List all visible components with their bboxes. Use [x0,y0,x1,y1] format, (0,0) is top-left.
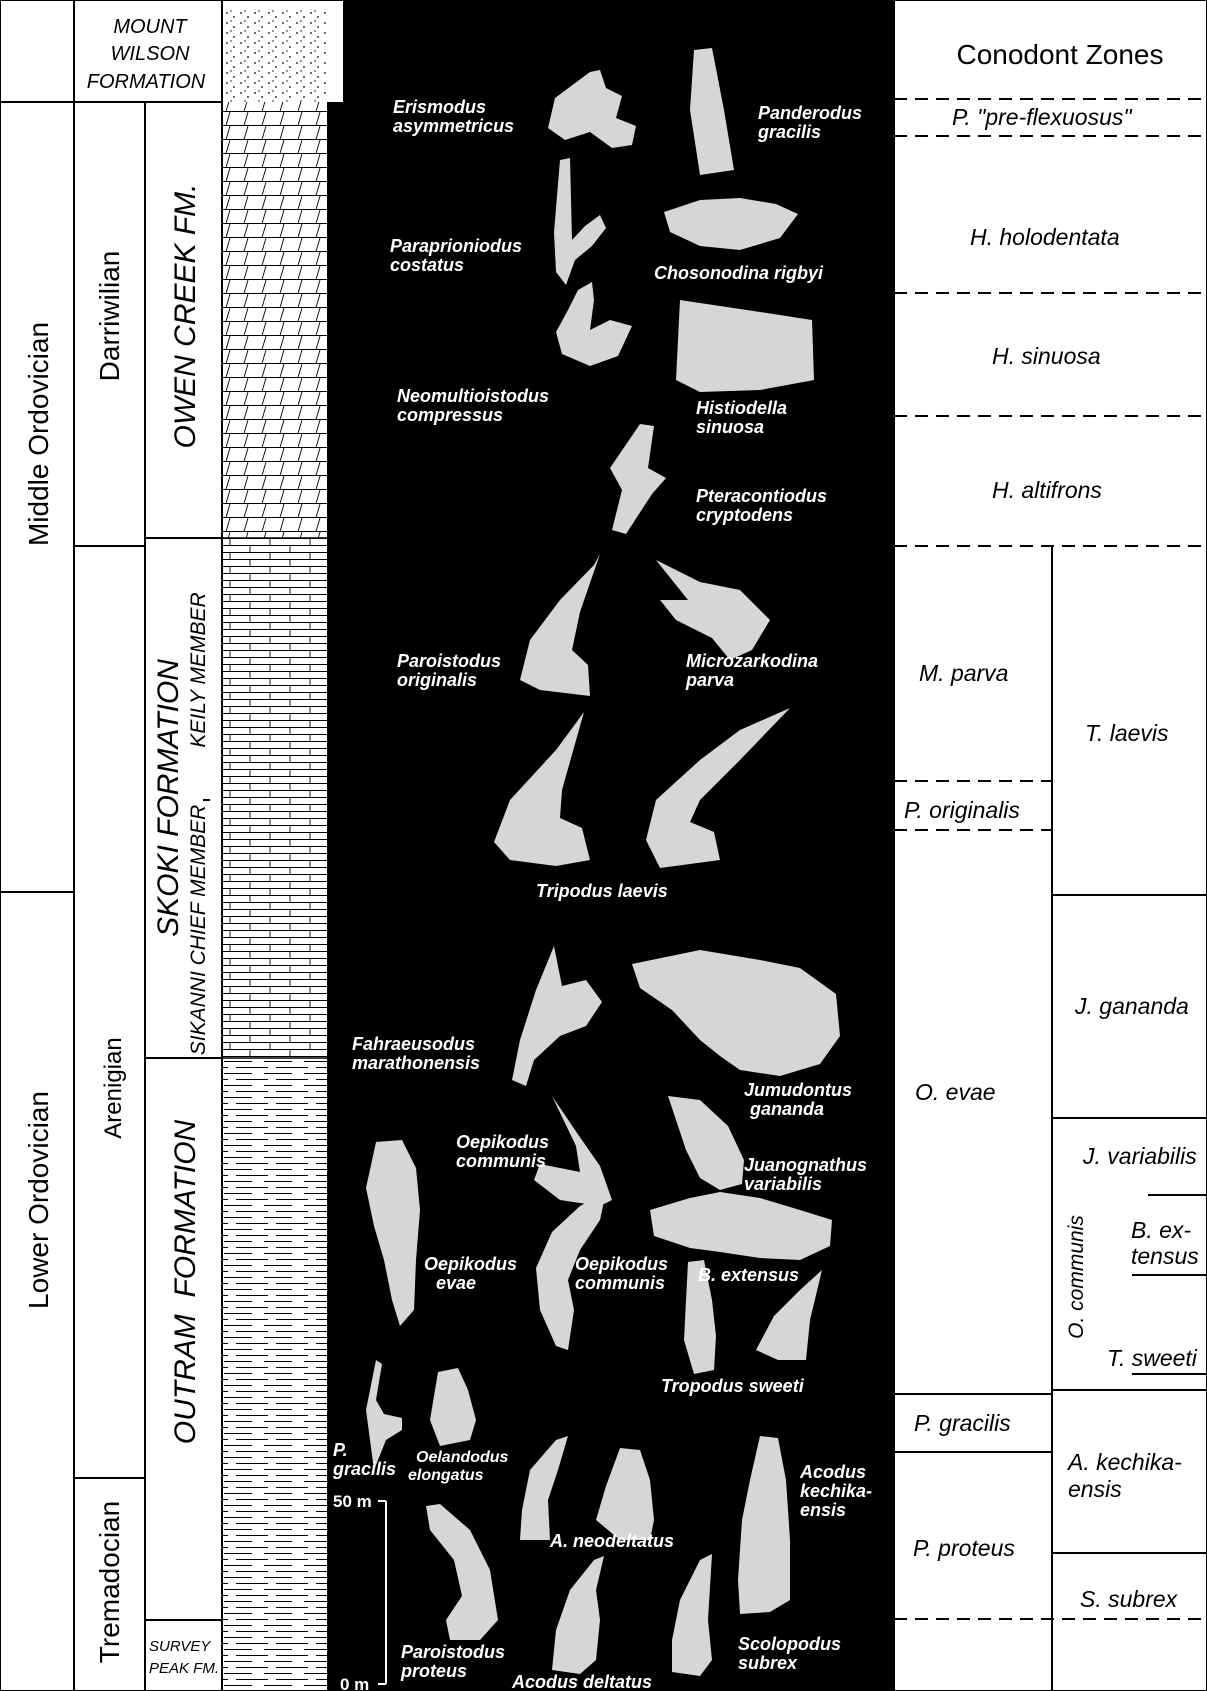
label-a-neodeltatus: A. neodeltatus [549,1531,674,1551]
label-chosonodina: Chosonodina rigbyi [654,263,824,283]
formation-owen-creek: OWEN CREEK FM. [169,183,202,448]
zone-grid [894,0,1207,1691]
label-oepikodus-communis-upper: Oepikoduscommunis [456,1132,549,1171]
stage-tremadocian: Tremadocian [94,1501,125,1663]
stage-darriwilian: Darriwilian [94,251,125,382]
formation-survey-peak: SURVEYPEAK FM. [149,1638,219,1677]
left-zone-labels: P. "pre-flexuosus" H. holodentata H. sin… [904,104,1133,1561]
series-lower-ordovician: Lower Ordovician [23,1091,54,1309]
zone-laevis: T. laevis [1085,720,1169,746]
zone-subrex: S. subrex [1080,1586,1179,1612]
zone-sweeti: T. sweeti [1107,1345,1198,1371]
zone-sinuosa: H. sinuosa [992,343,1101,369]
outram-shaly-limestone-lithology [222,1058,327,1689]
label-acodus-deltatus: Acodus deltatus [511,1672,652,1691]
stage-arenigian: Arenigian [100,1037,127,1138]
zone-variabilis: J. variabilis [1082,1143,1197,1169]
mount-wilson-sandstone-lithology [222,10,343,102]
formation-mount-wilson: MOUNTWILSONFORMATION [87,16,206,93]
owen-creek-dolomite-lithology [222,102,327,538]
member-sikanni-chief: SIKANNI CHIEF MEMBER [187,805,210,1055]
lithology-column [222,10,343,1689]
series-middle-ordovician: Middle Ordovician [23,322,54,546]
right-zone-labels: T. laevis J. gananda J. variabilis O. co… [1065,720,1199,1612]
label-tropodus: Tropodus sweeti [661,1376,805,1396]
formation-skoki: SKOKI FORMATION [152,659,185,937]
zone-proteus: P. proteus [913,1535,1015,1561]
scale-label-0m: 0 m [340,1675,369,1691]
conodont-zones-header: Conodont Zones [956,39,1163,70]
zone-holodentata: H. holodentata [970,224,1120,250]
label-oepikodus-communis-lower: Oepikoduscommunis [575,1254,668,1293]
zone-parva: M. parva [919,660,1008,686]
zone-communis: O. communis [1065,1215,1088,1339]
zone-pre-flexuosus: P. "pre-flexuosus" [952,104,1133,130]
zone-originalis: P. originalis [904,797,1020,823]
zone-extensus: B. ex-tensus [1131,1217,1199,1269]
label-b-extensus: B. extensus [698,1265,799,1285]
label-fahraeusodus: Fahraeusodusmarathonensis [352,1034,480,1073]
zone-kechikaensis: A. kechika-ensis [1066,1449,1182,1502]
label-tripodus: Tripodus laevis [536,881,668,901]
zone-gananda: J. gananda [1074,993,1189,1019]
skoki-limestone-lithology [222,538,327,1058]
zone-gracilis: P. gracilis [914,1410,1011,1436]
zone-evae: O. evae [915,1079,996,1105]
formation-outram: OUTRAM FORMATION [169,1119,202,1444]
zone-altifrons: H. altifrons [992,477,1102,503]
member-keily: KEILY MEMBER [187,592,210,747]
scale-label-50m: 50 m [333,1492,372,1511]
